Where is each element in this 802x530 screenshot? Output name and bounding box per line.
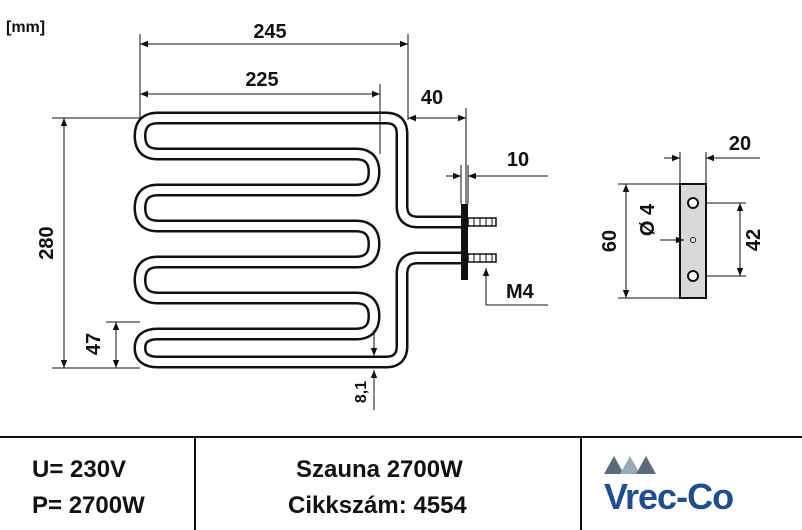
dim-hole-diameter: Ø 4 (637, 203, 659, 236)
hole-icon (687, 270, 699, 282)
unit-label: [mm] (6, 19, 45, 36)
mounting-plate-side (461, 204, 468, 280)
logo-icon (604, 456, 656, 474)
dim-plate-height: 60 (599, 230, 621, 252)
logo: Vrec-Co (604, 476, 734, 517)
dim-overall-width: 245 (253, 21, 286, 43)
terminal-lower (467, 253, 497, 263)
dim-loop-pitch: 47 (83, 333, 105, 355)
heating-element-tube (133, 111, 466, 369)
terminal-upper (467, 217, 497, 227)
dim-hole-spacing: 42 (743, 229, 765, 251)
dim-coil-width: 225 (245, 69, 278, 91)
dim-plate-thickness: 10 (507, 149, 529, 171)
product-cell: Szauna 2700W Cikkszám: 4554 (196, 438, 582, 530)
technical-drawing: [mm] (6, 19, 765, 410)
dim-plate-width: 20 (729, 133, 751, 155)
dim-tube-diameter: 8,1 (353, 381, 370, 403)
voltage-text: U= 230V (32, 456, 127, 483)
dim-terminal-offset: 40 (421, 87, 443, 109)
dim-thread: M4 (506, 281, 535, 303)
logo-cell: Vrec-Co (582, 438, 802, 530)
hole-icon (687, 197, 699, 209)
dim-height: 280 (36, 226, 58, 259)
product-name: Szauna 2700W (296, 456, 463, 483)
title-block: U= 230V P= 2700W Szauna 2700W Cikkszám: … (0, 436, 802, 530)
specs-cell: U= 230V P= 2700W (0, 438, 196, 530)
article-number: Cikkszám: 4554 (288, 492, 467, 519)
power-text: P= 2700W (32, 492, 145, 519)
